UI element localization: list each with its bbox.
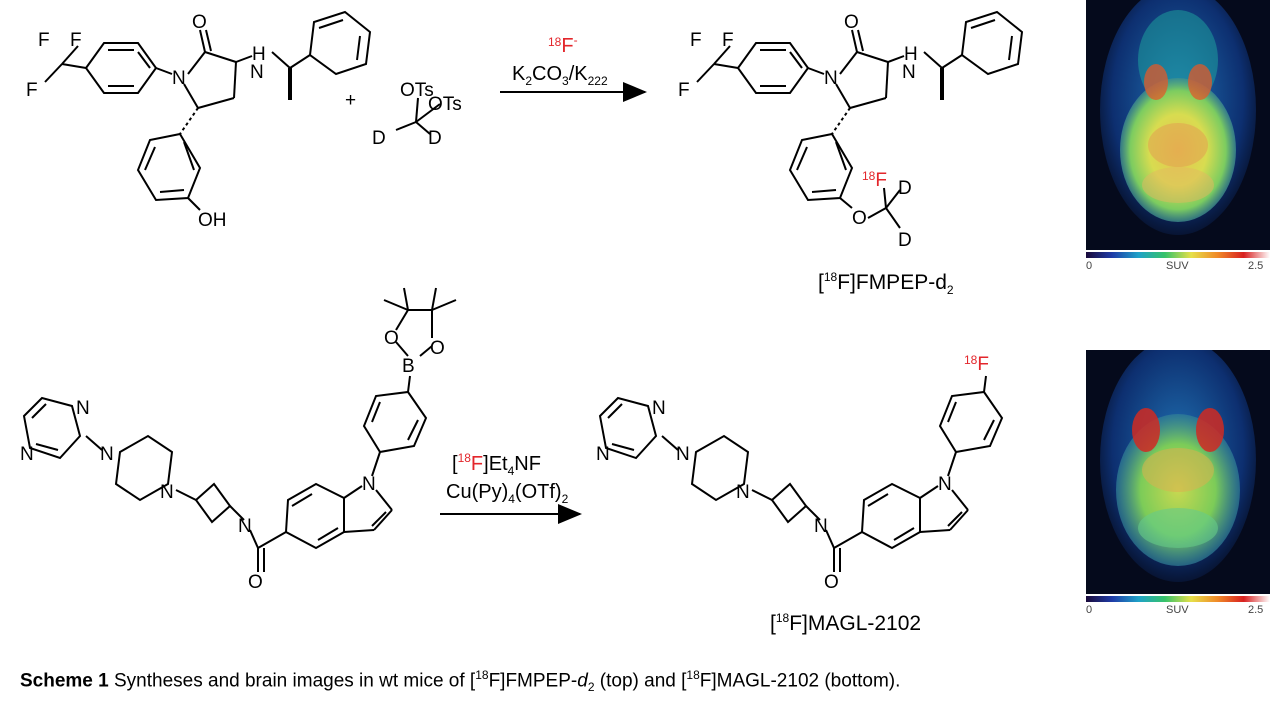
svg-text:D: D [428,128,442,149]
colorbar-top [1086,252,1270,258]
svg-text:F: F [722,30,734,51]
svg-text:N: N [76,398,90,419]
caption-text-2: F]FMPEP- [488,670,578,692]
caption-italic-d: d [577,670,588,692]
starting-material-fmpep-precursor [44,10,372,211]
caption-label: Scheme 1 [20,670,109,692]
reagents-bottom: [18F]Et4NF Cu(Py)4(OTf)2 [446,451,569,506]
atom-labels-top-right: F F F N O H N O 18F D D [678,12,918,251]
svg-text:D: D [898,178,912,199]
svg-text:18F: 18F [862,169,887,191]
plus-sign: + [345,90,356,111]
atom-labels-bottom-left: N N N N N O N B O O [20,328,445,593]
product-fmpep-d2 [696,10,1024,229]
reagents-top: 18F- K2CO3/K222 [512,33,608,88]
svg-text:[18F]Et4NF: [18F]Et4NF [452,451,541,478]
svg-text:18F: 18F [964,353,989,375]
product-magl-2102 [598,375,1004,572]
svg-text:K2CO3/K222: K2CO3/K222 [512,63,608,88]
scheme-caption: Scheme 1 Syntheses and brain images in w… [20,668,900,694]
svg-text:N: N [172,68,186,89]
caption-sup-2: 18 [686,668,700,682]
caption-text-1: Syntheses and brain images in wt mice of… [108,670,476,692]
svg-text:F: F [70,30,82,51]
svg-text:18F-: 18F- [548,33,578,57]
atom-labels-top-left: F F F N O H N OH [26,12,266,231]
caption-text-3: (top) and [ [594,670,687,692]
colorbar-top-max: 2.5 [1248,260,1264,272]
svg-text:O: O [384,328,399,349]
svg-text:N: N [824,68,838,89]
svg-text:F: F [26,80,38,101]
colorbar-bottom-min: 0 [1086,604,1093,616]
svg-text:N: N [238,516,252,537]
atom-labels-bottom-right: N N N N N O N 18F [596,353,989,593]
svg-text:O: O [852,208,867,229]
svg-text:N: N [736,482,750,503]
svg-text:N: N [160,482,174,503]
svg-text:OH: OH [198,210,227,231]
svg-text:N: N [938,474,952,495]
svg-text:O: O [248,572,263,593]
caption-text-4: F]MAGL-2102 (bottom). [699,670,901,692]
svg-text:H: H [904,44,918,65]
svg-text:Cu(Py)4(OTf)2: Cu(Py)4(OTf)2 [446,481,569,506]
colorbar-top-min: 0 [1086,260,1093,272]
svg-text:OTs: OTs [400,80,434,101]
product-name-top: [18F]FMPEP-d2 [818,270,954,297]
starting-material-magl-precursor [22,287,457,572]
svg-text:O: O [192,12,207,33]
colorbar-bottom [1086,596,1270,602]
svg-text:N: N [20,444,34,465]
product-name-bottom: [18F]MAGL-2102 [770,611,921,635]
svg-text:N: N [596,444,610,465]
svg-text:B: B [402,356,415,377]
caption-sub-2: 2 [587,680,595,695]
colorbar-top-label: SUV [1166,260,1189,272]
svg-text:N: N [902,62,916,83]
svg-text:N: N [676,444,690,465]
svg-text:D: D [898,230,912,251]
svg-text:OTs: OTs [428,94,462,115]
caption-sup-1: 18 [475,668,489,682]
colorbar-bottom-max: 2.5 [1248,604,1264,616]
svg-text:N: N [100,444,114,465]
svg-text:N: N [250,62,264,83]
svg-text:D: D [372,128,386,149]
svg-text:O: O [844,12,859,33]
svg-text:N: N [814,516,828,537]
svg-text:F: F [38,30,50,51]
svg-text:F: F [678,80,690,101]
reagent-cd2-ditosylate: OTs OTs D D [372,80,462,149]
svg-text:O: O [430,338,445,359]
svg-text:O: O [824,572,839,593]
svg-text:F: F [690,30,702,51]
pet-brain-image-fmpep [1086,0,1270,250]
svg-text:H: H [252,44,266,65]
colorbar-bottom-label: SUV [1166,604,1189,616]
svg-text:N: N [362,474,376,495]
pet-brain-image-magl [1086,350,1270,594]
svg-text:N: N [652,398,666,419]
